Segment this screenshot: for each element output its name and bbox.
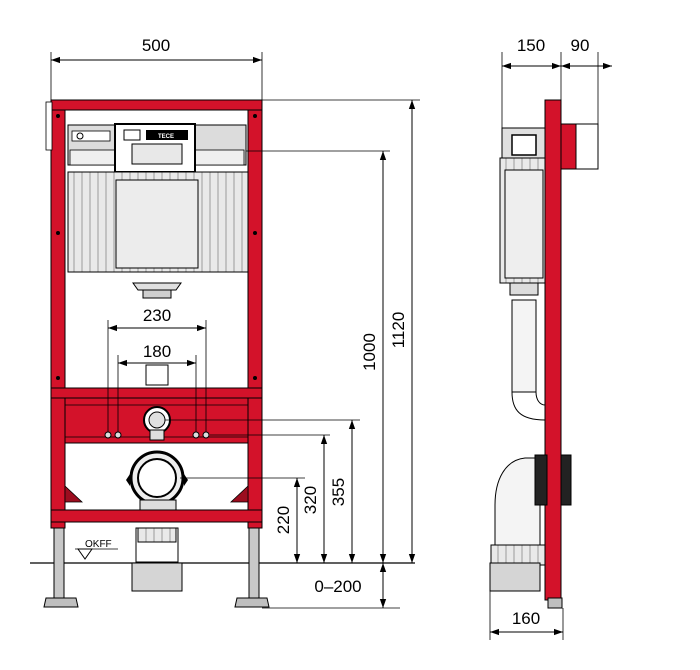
frame-cross-rail-upper [50,387,263,399]
floor-label: OKFF [85,539,112,550]
flush-outlet [132,282,182,291]
front-view: TECE OKFF [30,36,420,609]
cistern-front-panel [115,179,199,269]
bolt [253,376,257,380]
left-gusset [64,485,84,503]
dim-150-label: 150 [517,36,545,55]
dim-90-label: 90 [571,36,590,55]
brand-label: TECE [158,134,174,140]
dim-230-label: 230 [143,306,171,325]
frame-bottom-rail [50,509,263,523]
bolt [56,376,60,380]
dim-1120-label: 1120 [389,312,408,349]
wc-bolt [114,431,122,439]
floor-marker: OKFF [75,539,118,560]
frame-right-post [247,99,263,529]
side-frame-post [544,99,562,601]
dim-320-label: 320 [301,486,320,514]
wc-bolt [104,431,112,439]
dim-adjust-label: 0–200 [314,577,361,596]
side-view: 150 90 160 [489,36,612,640]
bolt [56,114,60,118]
bolt [56,231,60,235]
side-flush-pipe [509,282,539,296]
side-drain-bend [494,457,541,546]
left-foot [43,597,79,608]
dim-width-label: 500 [142,36,170,55]
right-leg [248,527,260,599]
left-leg [53,527,65,599]
dim-1000-label: 1000 [360,333,379,371]
right-foot [234,597,270,608]
bolt [253,231,257,235]
frame-top-rail [50,99,263,111]
bolt [253,114,257,118]
frame-left-post [50,99,66,529]
wc-bolt [192,431,200,439]
dim-160-label: 160 [512,609,540,628]
water-inlet [145,364,169,386]
dim-180-label: 180 [143,342,171,361]
right-gusset [229,485,249,503]
dim-220-label: 220 [274,506,293,534]
dim-355-label: 355 [329,478,348,506]
wc-bolt [202,431,210,439]
